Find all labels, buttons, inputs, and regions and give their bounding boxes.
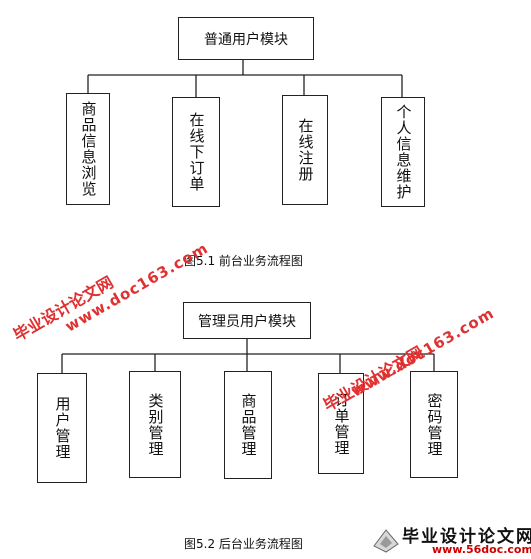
admin-node-label: 商品管理 — [239, 393, 258, 457]
front-node-profile-maintain: 个人信息维护 — [381, 97, 425, 207]
admin-node-label: 类别管理 — [146, 392, 165, 457]
admin-node-label: 密码管理 — [425, 392, 444, 457]
figure-caption-1: 图5.1 前台业务流程图 — [184, 254, 303, 268]
front-node-register-online: 在线注册 — [282, 95, 328, 205]
logo-url: www.56doc.com — [432, 543, 531, 556]
logo-mark-icon — [373, 529, 399, 553]
admin-root-node: 管理员用户模块 — [183, 302, 311, 339]
front-node-product-browse: 商品信息浏览 — [66, 93, 110, 205]
admin-node-product-manage: 商品管理 — [224, 371, 272, 479]
site-logo: 毕业设计论文网 www.56doc.com — [372, 522, 531, 559]
front-node-label: 商品信息浏览 — [79, 101, 98, 197]
front-root-node: 普通用户模块 — [178, 17, 314, 60]
admin-node-label: 订单管理 — [332, 391, 351, 456]
front-node-order-online: 在线下订单 — [172, 97, 220, 207]
logo-title: 毕业设计论文网 — [402, 527, 531, 547]
admin-node-user-manage: 用户管理 — [37, 373, 87, 483]
admin-node-password-manage: 密码管理 — [410, 371, 458, 478]
admin-node-category-manage: 类别管理 — [129, 371, 181, 478]
front-node-label: 个人信息维护 — [394, 104, 413, 200]
admin-node-label: 用户管理 — [53, 396, 72, 460]
figure-caption-2: 图5.2 后台业务流程图 — [184, 537, 303, 551]
front-root-label: 普通用户模块 — [204, 31, 288, 48]
front-node-label: 在线注册 — [296, 118, 315, 182]
front-node-label: 在线下订单 — [187, 112, 206, 192]
admin-node-order-manage: 订单管理 — [318, 373, 364, 474]
admin-root-label: 管理员用户模块 — [198, 313, 296, 330]
